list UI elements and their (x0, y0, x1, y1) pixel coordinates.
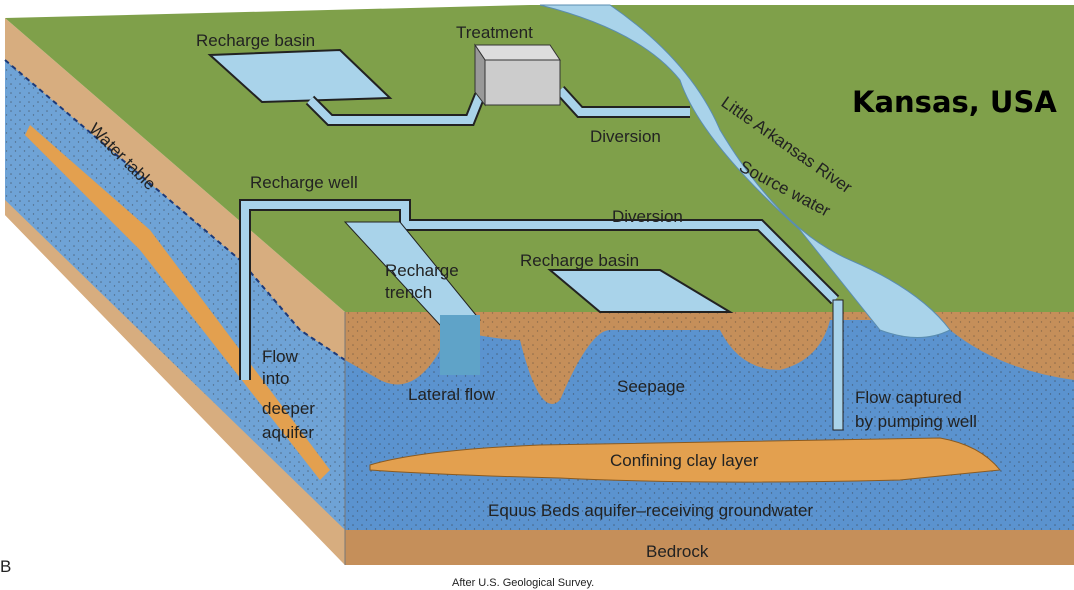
block-top-face (5, 4, 1074, 431)
label-confining-clay: Confining clay layer (610, 451, 759, 470)
label-diversion-mid: Diversion (612, 207, 683, 226)
side-clay-lens (25, 125, 330, 480)
block-side-face (4, 18, 346, 565)
label-lateral-flow: Lateral flow (408, 385, 496, 404)
label-recharge-basin-mid: Recharge basin (520, 251, 639, 270)
label-recharge-well: Recharge well (250, 173, 358, 192)
label-flow-deeper-3: deeper (262, 399, 315, 418)
label-treatment: Treatment (456, 23, 533, 42)
label-recharge-basin-top: Recharge basin (196, 31, 315, 50)
label-seepage: Seepage (617, 377, 685, 396)
label-bedrock: Bedrock (646, 542, 709, 561)
label-diversion-top: Diversion (590, 127, 661, 146)
label-flow-deeper-1: Flow (262, 347, 299, 366)
figure-label: B (0, 557, 11, 576)
credit: After U.S. Geological Survey. (452, 577, 594, 589)
water-table-line (4, 59, 346, 361)
region-title: Kansas, USA (852, 85, 1057, 119)
little-arkansas-river (539, 4, 951, 338)
label-flow-captured-2: by pumping well (855, 412, 977, 431)
label-aquifer: Equus Beds aquifer–receiving groundwater (488, 501, 813, 520)
recharge-basin-mid (547, 269, 734, 313)
label-flow-deeper-2: into (262, 369, 289, 388)
label-recharge-trench-2: trench (385, 283, 432, 302)
confining-clay-layer (369, 437, 1001, 483)
recharge-basin-top (207, 48, 393, 104)
treatment-plant-icon (474, 43, 561, 107)
label-recharge-trench-1: Recharge (385, 261, 459, 280)
label-flow-deeper-4: aquifer (262, 423, 314, 442)
label-flow-captured-1: Flow captured (855, 388, 962, 407)
